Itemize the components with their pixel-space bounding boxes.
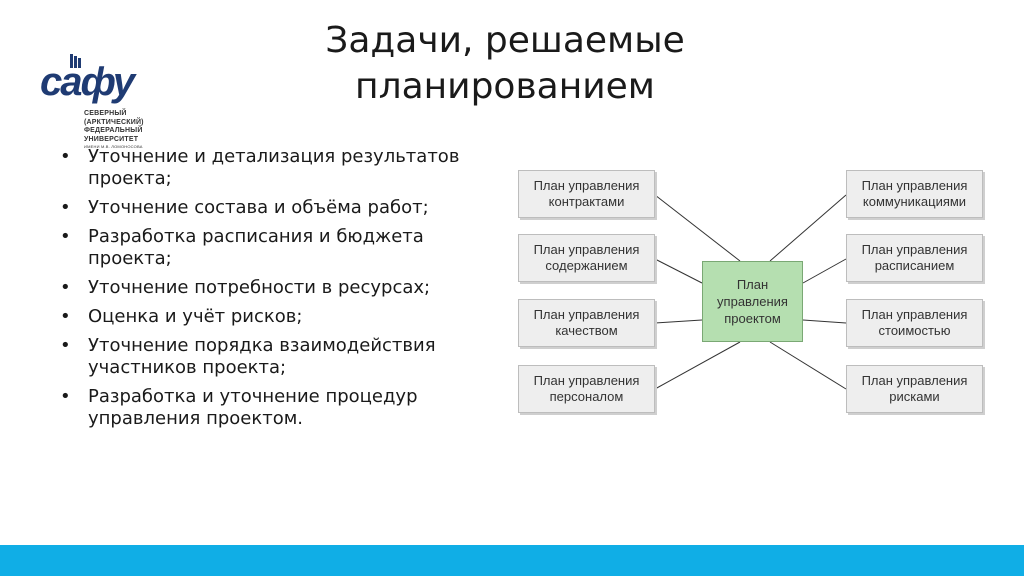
connector-line [654,341,741,390]
bullet-icon: • [60,386,71,407]
slide-title-line-2: планированием [355,66,655,107]
bullet-item: •Разработка расписания и бюджета проекта… [60,226,424,269]
bullet-list: •Уточнение и детализация результатов про… [58,146,498,437]
slide-title-line-1: Задачи, решаемые [325,20,685,61]
connector-line [769,194,847,262]
connector-line [654,319,703,324]
bullet-item: •Уточнение потребности в ресурсах; [60,277,431,298]
bullet-icon: • [60,197,71,218]
bullet-icon: • [60,226,71,247]
logo-emblem-icon [70,54,81,68]
connector-line [802,258,847,284]
bullet-item: •Разработка и уточнение процедур управле… [60,386,418,429]
bullet-icon: • [60,306,71,327]
logo-wordmark: сафу [40,60,135,104]
connector-line [654,194,741,262]
bullet-item: •Оценка и учёт рисков; [60,306,303,327]
footer-accent-bar [0,545,1024,576]
project-plan-box: План управления проектом [702,261,803,342]
connector-line [769,341,847,390]
bullet-icon: • [60,277,71,298]
slide-title: Задачи, решаемые планированием [260,18,750,110]
bullet-icon: • [60,335,71,356]
connector-line [802,319,847,324]
bullet-icon: • [60,146,71,167]
university-logo: сафу Северный (Арктический) федеральный … [40,26,150,149]
logo-caption: Северный (Арктический) федеральный униве… [84,110,144,149]
connector-line [654,258,703,284]
bullet-item: •Уточнение и детализация результатов про… [60,146,460,189]
bullet-item: •Уточнение состава и объёма работ; [60,197,429,218]
bullet-item: •Уточнение порядка взаимодействия участн… [60,335,436,378]
